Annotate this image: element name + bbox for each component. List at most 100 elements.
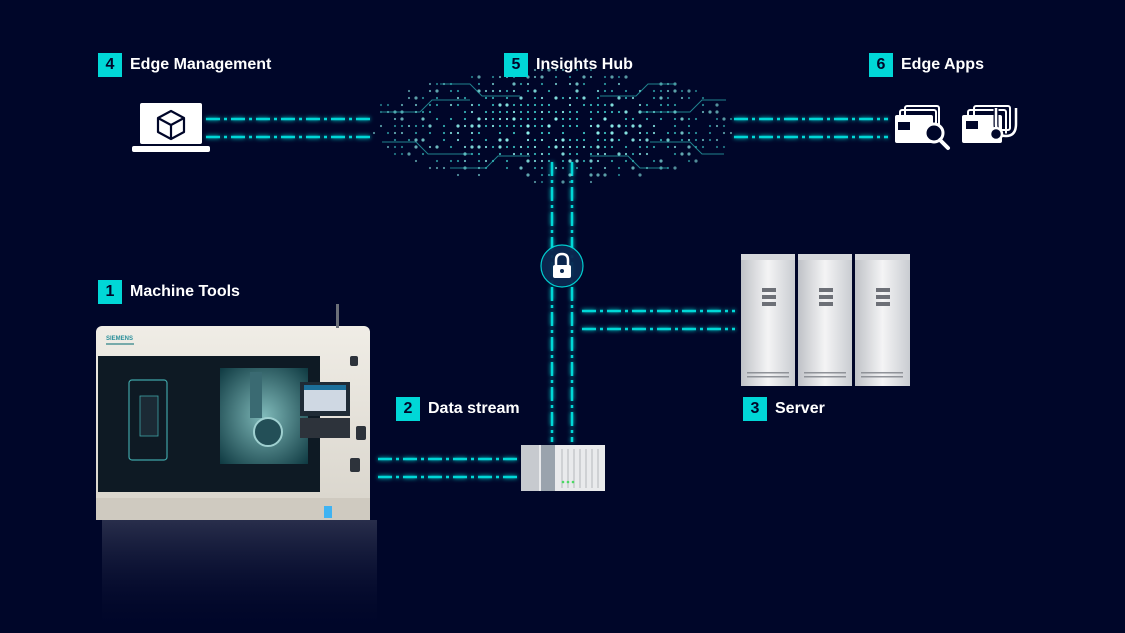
hub-dot	[673, 89, 677, 93]
hub-dot	[407, 89, 411, 93]
hub-dot	[428, 124, 432, 128]
hub-dot	[519, 124, 523, 128]
hub-dot	[638, 131, 642, 135]
machine-tool[interactable]: SIEMENS	[96, 304, 377, 633]
hub-dot	[540, 110, 544, 114]
server-rack[interactable]	[741, 254, 910, 386]
hub-dot	[652, 145, 656, 149]
hub-dot	[491, 145, 495, 149]
hub-dot	[393, 152, 397, 156]
hub-dot	[596, 173, 600, 177]
hub-dot	[582, 75, 586, 79]
hub-dot	[540, 166, 544, 170]
hub-dot	[421, 138, 425, 142]
hub-dot	[568, 103, 572, 107]
hub-dot	[386, 103, 390, 107]
hub-dot	[561, 138, 565, 142]
hub-dot	[547, 173, 551, 177]
hub-dot	[428, 166, 432, 170]
hub-dot	[596, 89, 600, 93]
hub-dot	[505, 117, 509, 121]
hub-dot	[477, 103, 481, 107]
insights-hub-cloud[interactable]	[372, 68, 733, 184]
hub-dot	[512, 103, 516, 107]
hub-dot	[491, 89, 495, 93]
hub-dot	[722, 124, 726, 128]
hub-dot	[498, 152, 502, 156]
hub-dot	[533, 138, 537, 142]
hub-dot	[547, 131, 551, 135]
hub-dot	[568, 75, 572, 79]
hub-dot	[519, 152, 523, 156]
hub-circuit-trace	[450, 155, 530, 169]
hub-dot	[715, 103, 719, 107]
hub-dot	[533, 89, 537, 93]
edge-apps-label: Edge Apps	[901, 56, 984, 73]
hub-dot	[666, 96, 670, 100]
server-cabinet	[741, 254, 795, 386]
hub-dot	[463, 159, 467, 163]
hub-dot	[512, 82, 516, 86]
hub-dot	[519, 110, 523, 114]
hub-dot	[631, 96, 635, 100]
label-edge-management: 4 Edge Management	[98, 53, 271, 77]
hub-dot	[729, 131, 733, 135]
hub-dot	[421, 117, 425, 121]
hub-dot	[498, 145, 502, 149]
hub-dot	[554, 138, 558, 142]
hub-dot	[484, 138, 488, 142]
hub-dot	[519, 82, 523, 86]
hub-dot	[603, 89, 607, 93]
label-machine-tools: 1 Machine Tools	[98, 280, 240, 304]
magnifier-app-icon[interactable]	[895, 105, 950, 150]
stethoscope-app-icon[interactable]	[962, 105, 1019, 143]
hub-dot	[470, 138, 474, 142]
edge-gateway-device[interactable]	[521, 445, 605, 491]
hub-dot	[407, 152, 411, 156]
hub-dot	[505, 96, 509, 100]
hub-dot	[456, 138, 460, 142]
hub-dot	[659, 89, 663, 93]
hub-dot	[400, 117, 404, 121]
hub-dot	[652, 89, 656, 93]
hub-dot	[701, 138, 705, 142]
hub-dot	[498, 103, 502, 107]
hub-dot	[603, 131, 607, 135]
hub-dot	[603, 173, 607, 177]
hub-dot	[624, 159, 628, 163]
hub-dot	[715, 110, 719, 114]
hub-dot	[715, 124, 719, 128]
hub-dot	[708, 131, 712, 135]
hub-dot	[554, 68, 558, 72]
hub-dot	[638, 145, 642, 149]
hub-dot	[596, 138, 600, 142]
hub-dot	[582, 103, 586, 107]
hub-dot	[456, 103, 460, 107]
hub-dot	[589, 117, 593, 121]
hub-dot	[603, 82, 607, 86]
hub-dot	[708, 124, 712, 128]
laptop-icon[interactable]	[132, 103, 210, 152]
hub-dot	[603, 145, 607, 149]
hub-dot	[540, 180, 544, 184]
hub-circuit-trace	[650, 141, 724, 155]
hub-dot	[596, 124, 600, 128]
hub-dot	[624, 110, 628, 114]
hub-dot	[484, 117, 488, 121]
hub-dot	[596, 110, 600, 114]
hub-dot	[442, 124, 446, 128]
hub-dot	[505, 124, 509, 128]
hub-dot	[561, 166, 565, 170]
hub-dot	[540, 159, 544, 163]
hub-dot	[477, 173, 481, 177]
hub-dot	[428, 103, 432, 107]
hub-dot	[645, 152, 649, 156]
hub-dot	[435, 103, 439, 107]
hub-dot	[463, 96, 467, 100]
number-badge: 4	[98, 53, 122, 77]
hub-dot	[645, 103, 649, 107]
hub-dot	[505, 110, 509, 114]
hub-dot	[533, 110, 537, 114]
hub-dot	[645, 138, 649, 142]
hub-dot	[673, 145, 677, 149]
